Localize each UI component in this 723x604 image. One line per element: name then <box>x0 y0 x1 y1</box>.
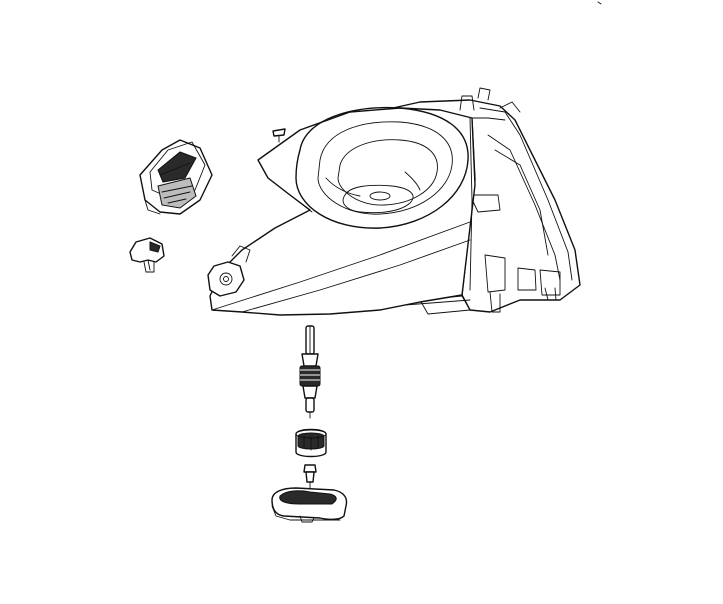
small-screw <box>272 128 286 143</box>
bulb-socket-cap <box>139 139 213 215</box>
headlamp-housing <box>374 87 581 315</box>
mounting-bracket-pad <box>271 487 348 523</box>
headlamp-lens-cover <box>207 106 476 316</box>
corner-mark <box>597 1 602 5</box>
adjuster-grommet <box>295 428 327 458</box>
adjuster-screw-rod <box>299 325 321 419</box>
push-pin-retainer <box>303 464 317 489</box>
bulb-socket-connector <box>129 237 165 273</box>
